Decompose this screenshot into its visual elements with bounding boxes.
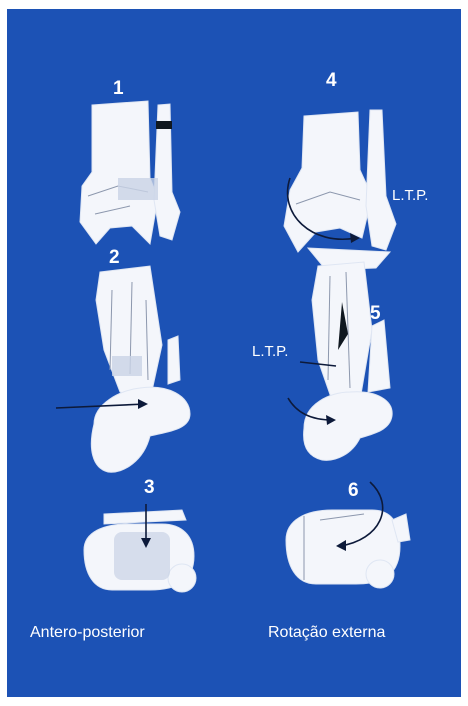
stage-5-talus bbox=[304, 392, 393, 461]
stage-number-6: 6 bbox=[348, 480, 359, 501]
caption-antero-posterior: Antero-posterior bbox=[30, 624, 145, 641]
stage-2-illustration bbox=[56, 266, 190, 472]
stage-5-fibula-fragment bbox=[368, 320, 390, 392]
stage-3-small-fragment bbox=[168, 564, 196, 592]
stage-2-fibula bbox=[168, 336, 180, 384]
stage-2-talus bbox=[91, 387, 190, 472]
stage-number-3: 3 bbox=[144, 477, 155, 498]
stage-number-4: 4 bbox=[326, 70, 337, 91]
stage-1-fibula-fracture-mark bbox=[156, 121, 172, 129]
annotation-ltp-mid: L.T.P. bbox=[252, 343, 288, 360]
stage-number-5: 5 bbox=[370, 303, 381, 324]
stage-1-tibia bbox=[80, 101, 158, 244]
annotation-ltp-top: L.T.P. bbox=[392, 187, 428, 204]
stage-3-malleolus-strip bbox=[104, 510, 186, 524]
stage-6-small-fragment bbox=[366, 560, 394, 588]
stage-number-1: 1 bbox=[113, 78, 124, 99]
stage-4-tibia bbox=[284, 112, 372, 252]
stage-5-illustration bbox=[288, 262, 392, 460]
stage-3-illustration bbox=[84, 504, 196, 592]
stage-number-2: 2 bbox=[109, 247, 120, 268]
stage-2-tibia bbox=[96, 266, 162, 400]
stage-1-illustration bbox=[80, 101, 180, 244]
caption-external-rotation: Rotação externa bbox=[268, 624, 386, 641]
stage-4-illustration bbox=[284, 110, 396, 270]
stage-4-fibula bbox=[366, 110, 396, 250]
